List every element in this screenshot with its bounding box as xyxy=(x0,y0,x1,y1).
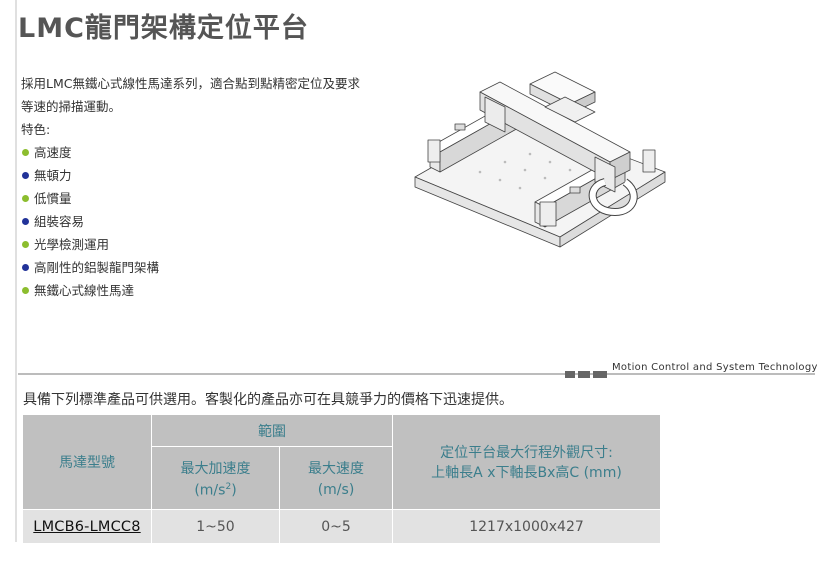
spec-table: 馬達型號 範圍 定位平台最大行程外觀尺寸: 上軸長A x下軸長Bx高C (mm)… xyxy=(22,414,661,544)
bullet-icon xyxy=(22,172,29,179)
bullet-icon xyxy=(22,218,29,225)
intro-description: 採用LMC無鐵心式線性馬達系列，適合點到點精密定位及要求等速的掃描運動。 xyxy=(21,76,360,114)
left-border xyxy=(15,0,17,542)
header-range: 範圍 xyxy=(151,414,393,447)
bullet-icon xyxy=(22,264,29,271)
list-item: 無頓力 xyxy=(21,164,366,187)
header-dimensions-line2: 上軸長A x下軸長Bx高C (mm) xyxy=(431,465,622,481)
table-row: LMCB6-LMCC8 1~50 0~5 1217x1000x427 xyxy=(22,509,661,544)
model-link[interactable]: LMCB6-LMCC8 xyxy=(22,509,152,544)
list-item: 組裝容易 xyxy=(21,210,366,233)
list-item: 光學檢測運用 xyxy=(21,233,366,256)
gantry-stage-illustration xyxy=(414,71,666,248)
cell-dimensions: 1217x1000x427 xyxy=(392,509,661,544)
divider-accent xyxy=(565,371,607,378)
header-dimensions: 定位平台最大行程外觀尺寸: 上軸長A x下軸長Bx高C (mm) xyxy=(392,414,661,510)
intro-section: 採用LMC無鐵心式線性馬達系列，適合點到點精密定位及要求等速的掃描運動。 特色:… xyxy=(21,72,366,302)
header-model: 馬達型號 xyxy=(22,414,152,510)
header-max-accel: 最大加速度 (m/s2) xyxy=(151,446,280,510)
page-title: LMC龍門架構定位平台 xyxy=(18,13,309,44)
bullet-icon xyxy=(22,195,29,202)
features-label: 特色: xyxy=(21,122,51,137)
list-item: 高剛性的鋁製龍門架構 xyxy=(21,256,366,279)
bullet-icon xyxy=(22,241,29,248)
header-max-speed-unit: (m/s) xyxy=(317,482,355,498)
header-max-speed: 最大速度 (m/s) xyxy=(279,446,393,510)
feature-list: 高速度 無頓力 低慣量 組裝容易 光學檢測運用 高剛性的鋁製龍門架構 無鐵心式線… xyxy=(21,141,366,302)
list-item: 低慣量 xyxy=(21,187,366,210)
header-dimensions-line1: 定位平台最大行程外觀尺寸: xyxy=(440,445,613,461)
company-tagline: Motion Control and System Technology xyxy=(610,362,820,373)
cell-speed: 0~5 xyxy=(279,509,393,544)
header-max-accel-unit: (m/s2) xyxy=(194,481,237,499)
list-item: 無鐵心式線性馬達 xyxy=(21,279,366,302)
bullet-icon xyxy=(22,287,29,294)
section-divider xyxy=(18,373,815,375)
cell-accel: 1~50 xyxy=(151,509,280,544)
bullet-icon xyxy=(22,149,29,156)
list-item: 高速度 xyxy=(21,141,366,164)
table-intro-text: 具備下列標準產品可供選用。客製化的產品亦可在具競爭力的價格下迅速提供。 xyxy=(23,392,513,408)
